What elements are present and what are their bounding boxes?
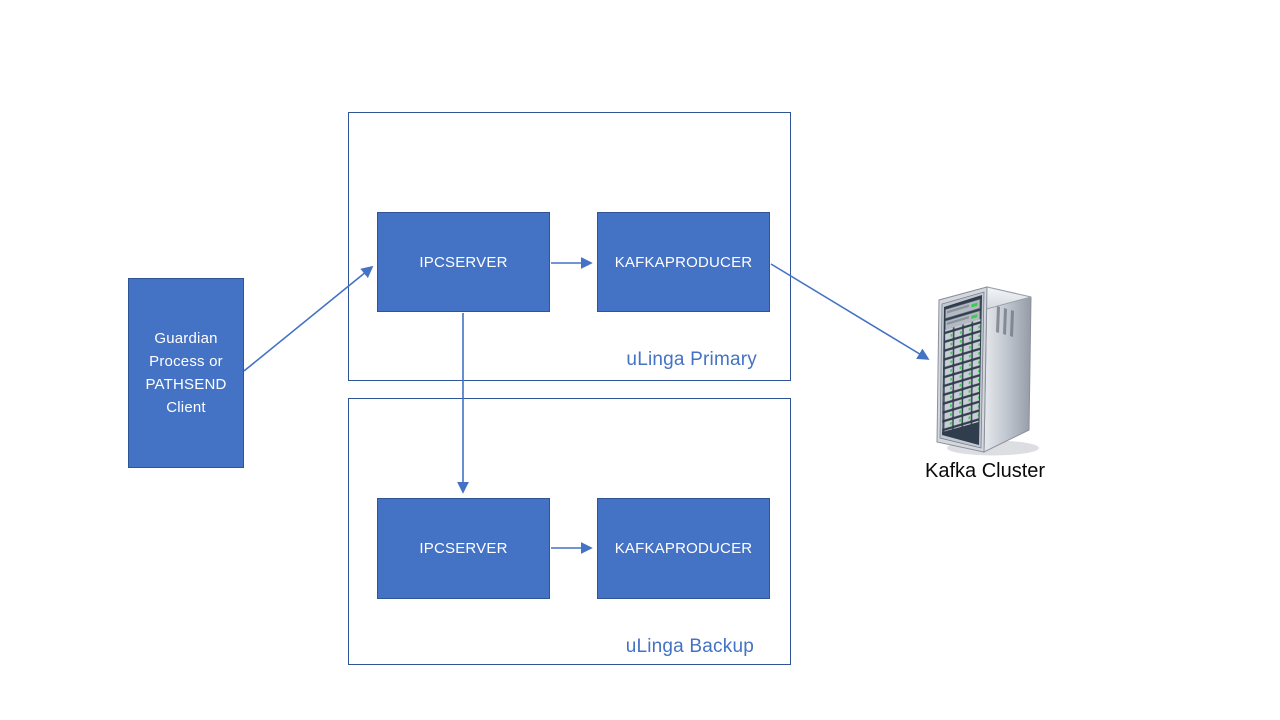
node-primary-ipcserver: IPCSERVER: [377, 212, 550, 312]
group-label-primary: uLinga Primary: [626, 349, 757, 370]
group-ulinga-backup: uLinga Backup: [348, 398, 791, 665]
group-ulinga-primary: uLinga Primary: [348, 112, 791, 381]
node-backup-kafkaproducer: KAFKAPRODUCER: [597, 498, 770, 599]
node-primary-kafkaproducer-label: KAFKAPRODUCER: [614, 253, 753, 271]
kafka-cluster-label: Kafka Cluster: [925, 460, 1046, 482]
kafka-cluster: Kafka Cluster: [925, 276, 1045, 483]
node-backup-ipcserver: IPCSERVER: [377, 498, 550, 599]
group-label-backup: uLinga Backup: [625, 636, 754, 657]
node-backup-ipcserver-label: IPCSERVER: [419, 540, 508, 557]
node-backup-kafkaproducer-label: KAFKAPRODUCER: [614, 540, 753, 557]
node-primary-ipcserver-label: IPCSERVER: [419, 253, 508, 271]
node-guardian-label: Guardian Process or PATHSEND Client: [145, 330, 227, 416]
edge-primary-kafkaproducer-to-kafka-cluster: [770, 263, 930, 360]
node-primary-kafkaproducer: KAFKAPRODUCER: [597, 212, 770, 312]
node-guardian-client: Guardian Process or PATHSEND Client: [128, 278, 244, 468]
server-tower-icon: [936, 286, 1039, 456]
